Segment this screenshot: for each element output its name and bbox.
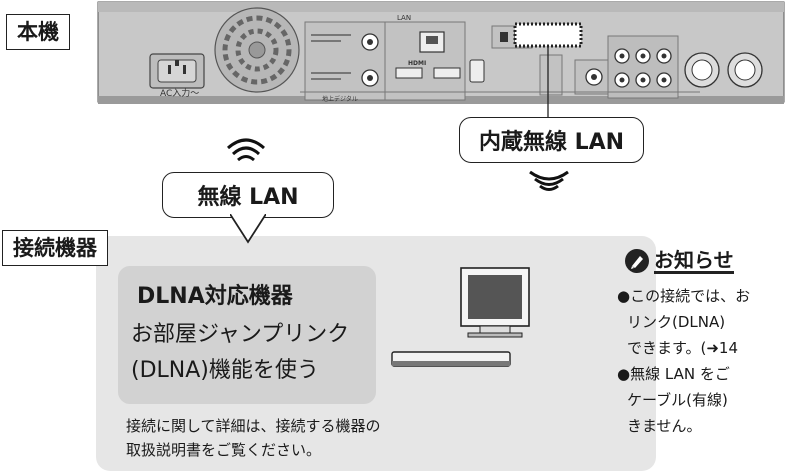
notice-item-line: ●無線 LAN をご <box>617 365 730 383</box>
dlna-line1: お部屋ジャンプリンク <box>131 322 350 347</box>
hdmi-label: HDMI <box>408 60 427 67</box>
antenna-jack-icon <box>361 33 379 87</box>
ac-inlet-icon <box>149 53 205 89</box>
caption-line1: 接続に関して詳細は、接続する機器の <box>126 417 381 435</box>
pencil-icon <box>625 249 649 273</box>
builtin-lan-label: 内蔵無線 LAN <box>478 130 625 155</box>
notice-item-line: きません。 <box>627 417 702 435</box>
wifi-signal-icon <box>529 170 569 191</box>
recorder-icon <box>391 351 511 367</box>
builtin-lan-callout: 内蔵無線 LAN <box>459 117 644 163</box>
notice-list: ●この接続では、お リンク(DLNA) できます。(➜14 ●無線 LAN をご… <box>617 283 785 439</box>
notice-item-line: ケーブル(有線) <box>627 391 728 409</box>
rca-jacks-icon <box>614 48 672 88</box>
fan-grille-icon <box>214 7 300 93</box>
connected-devices-label: 接続機器 <box>2 230 108 266</box>
lan-port-icon <box>419 31 445 53</box>
dlna-title: DLNA対応機器 <box>137 284 293 309</box>
dlna-box <box>118 266 376 404</box>
caption-line2: 取扱説明書をご覧ください。 <box>126 441 322 459</box>
notice-item-line: ●この接続では、お <box>617 287 751 305</box>
lan-label: LAN <box>397 14 412 22</box>
caption: 接続に関して詳細は、接続する機器の 取扱説明書をご覧ください。 <box>126 414 381 462</box>
wireless-lan-bubble: 無線 LAN <box>162 172 334 218</box>
main-unit-label: 本機 <box>6 14 70 50</box>
bubble-tail-icon <box>230 214 266 244</box>
usb-port-icon <box>469 59 485 83</box>
wireless-lan-label: 無線 LAN <box>197 185 299 210</box>
wifi-signal-icon <box>227 138 265 162</box>
notice-heading: お知らせ <box>624 248 734 274</box>
dlna-line2: (DLNA)機能を使う <box>131 358 319 383</box>
notice-item: ●無線 LAN をご ケーブル(有線) きません。 <box>617 361 785 439</box>
xlr-jacks-icon <box>684 52 763 88</box>
notice-item-line: できます。(➜14 <box>627 339 739 357</box>
hdmi-port-icon <box>395 67 461 79</box>
tv-icon <box>460 267 530 338</box>
notice-item: ●この接続では、お リンク(DLNA) できます。(➜14 <box>617 283 785 361</box>
notice-title: お知らせ <box>654 247 734 274</box>
bottom-label: 地上デジタル <box>322 96 358 103</box>
notice-item-line: リンク(DLNA) <box>627 313 726 331</box>
ac-input-label: AC入力〜 <box>160 89 200 99</box>
